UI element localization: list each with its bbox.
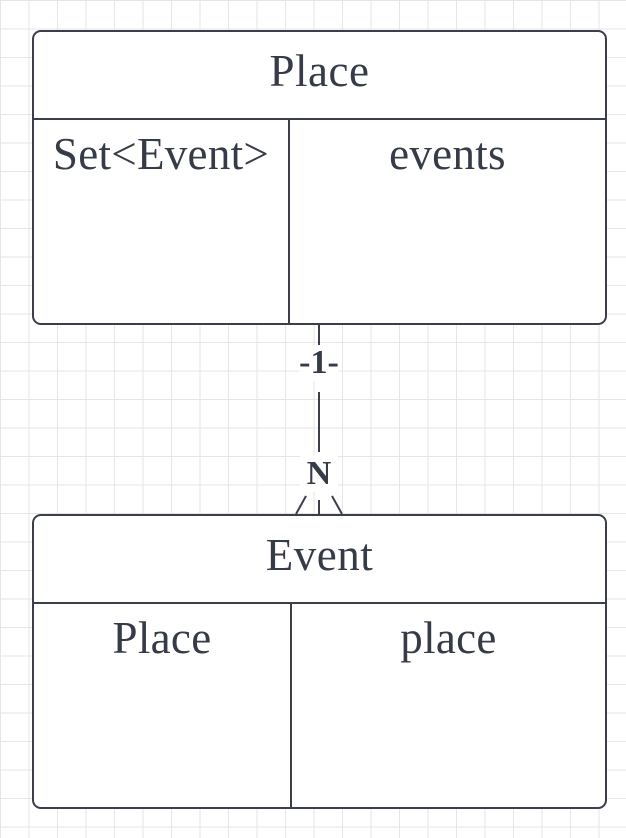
entity-place-field-name: events [389,129,506,179]
cardinality-many-label: N [300,456,338,492]
entity-place-title: Place [34,32,605,120]
entity-place[interactable]: Place Set<Event> events [32,30,607,325]
entity-place-field-row: Set<Event> events [34,120,605,323]
crows-foot-right [331,495,343,515]
entity-event-field-type: Place [34,604,292,807]
cardinality-one-label: -1- [299,344,339,381]
entity-event-title: Event [34,516,605,604]
entity-place-field-type: Set<Event> [34,120,290,323]
entity-event[interactable]: Event Place place [32,514,607,809]
crows-foot-left [295,495,307,515]
entity-event-field-row: Place place [34,604,605,807]
entity-event-field-name: place [400,613,497,663]
